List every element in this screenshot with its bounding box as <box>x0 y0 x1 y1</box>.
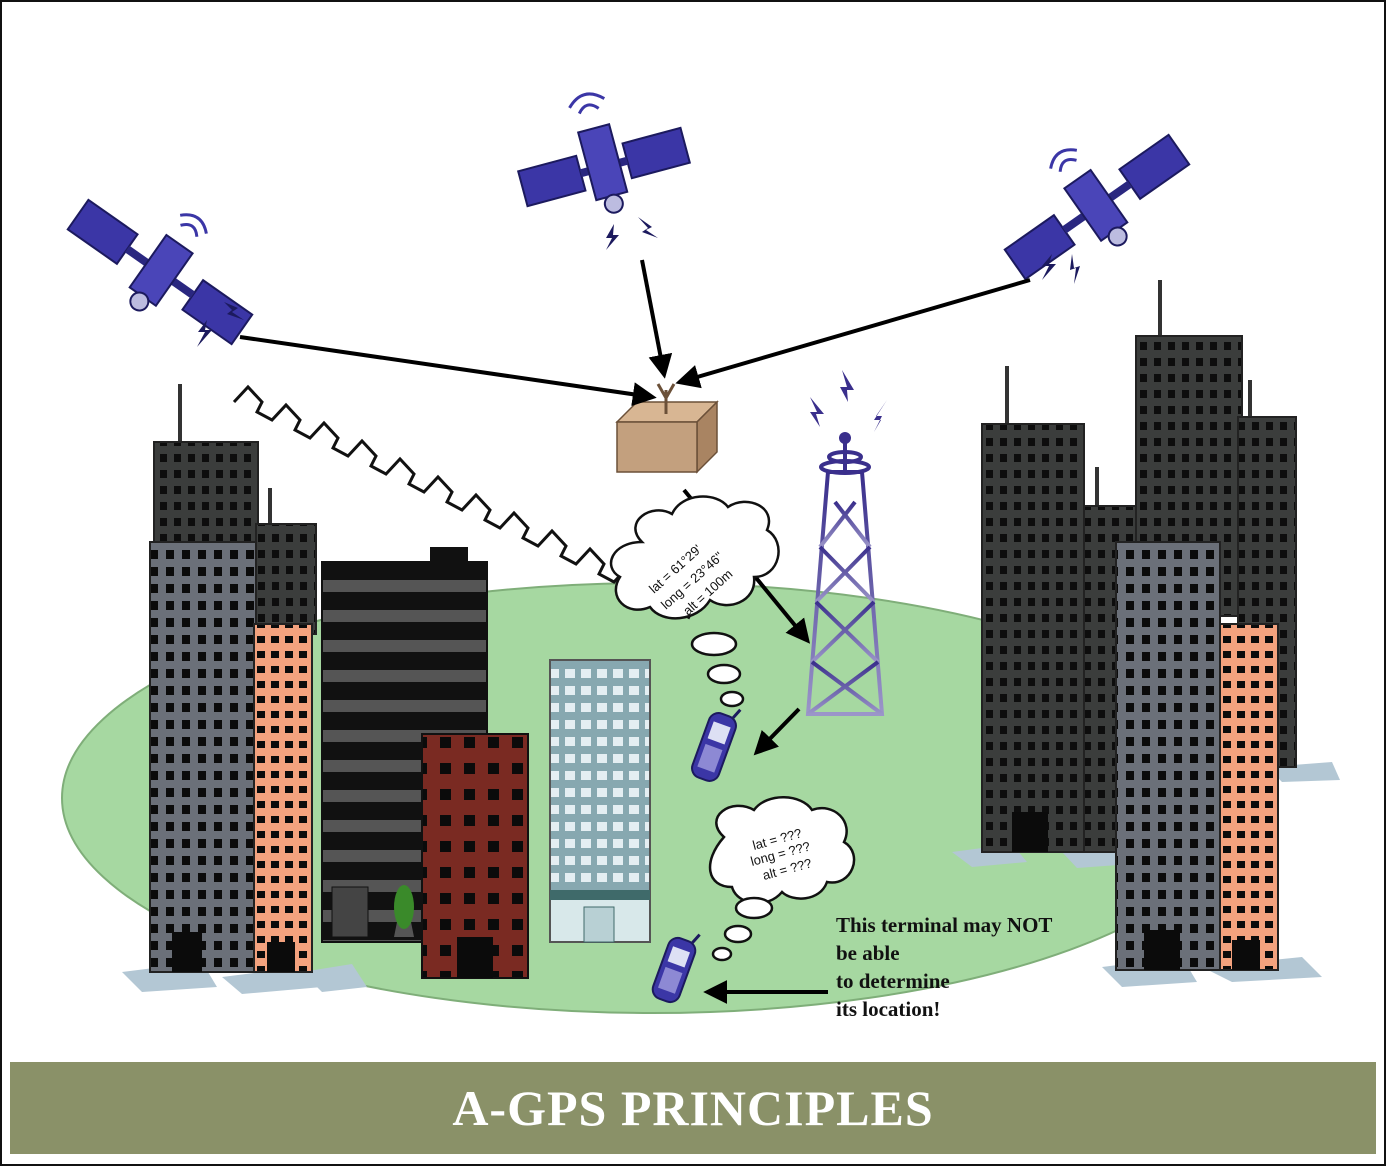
teal-building <box>549 659 651 943</box>
cell-tower <box>805 432 885 716</box>
thought-bubble-unknown-location <box>708 796 856 962</box>
note-line-2: be able <box>836 941 900 965</box>
phone-located <box>691 708 742 782</box>
note-line-1: This terminal may NOT <box>836 913 1052 937</box>
blocked-signal-path <box>232 384 691 620</box>
satellite-center <box>516 92 692 214</box>
right-building-cluster <box>981 280 1297 971</box>
satellite-right <box>1003 133 1191 281</box>
satellite-signal-bolts <box>197 217 1080 347</box>
red-building <box>421 733 529 979</box>
note-line-4: its location! <box>836 997 940 1021</box>
diagram-title: A-GPS PRINCIPLES <box>452 1080 934 1136</box>
tower-signal-bolts <box>810 370 887 432</box>
satellite-left <box>66 198 254 346</box>
phone-unlocated <box>651 933 701 1004</box>
reference-receiver-box <box>615 383 719 474</box>
left-building-cluster <box>149 384 317 973</box>
note-line-3: to determine <box>836 969 950 993</box>
title-banner: A-GPS PRINCIPLES <box>10 1062 1376 1154</box>
thought-bubble-known-location <box>609 495 780 708</box>
